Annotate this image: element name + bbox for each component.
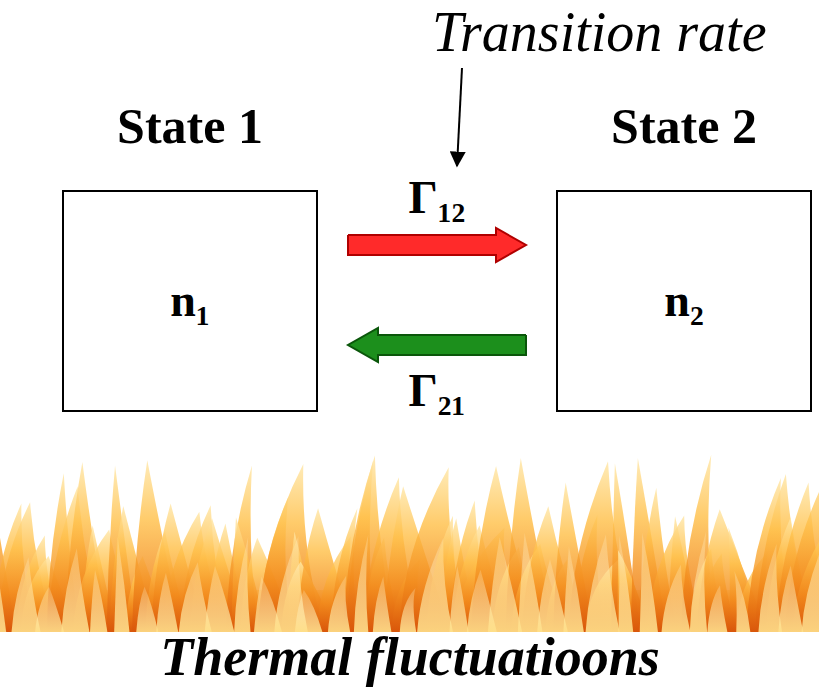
flame-core (354, 534, 368, 632)
flame-core (537, 559, 568, 632)
flame-core (156, 573, 178, 632)
flame-core (12, 557, 41, 632)
flame-core (114, 537, 129, 632)
flame-core (205, 566, 235, 632)
state-box: State 1n₁ (62, 190, 318, 412)
flame-core (778, 565, 803, 632)
flame-core (373, 577, 392, 632)
flame-core (662, 564, 691, 632)
flame-core (400, 588, 416, 632)
flame-core (488, 537, 522, 632)
flame-core (758, 544, 782, 632)
flame-core (35, 587, 64, 632)
flame-core (586, 535, 620, 632)
flame-core (734, 571, 750, 632)
flame-core (690, 531, 707, 632)
flame-core (640, 533, 658, 632)
population-label: n₂ (664, 276, 703, 327)
flame-core (449, 566, 468, 632)
flame-core (802, 536, 819, 632)
rate-label: Γ₁₂ (409, 173, 466, 224)
flame-core (417, 538, 453, 632)
flame-core (61, 548, 89, 632)
flame-core (295, 590, 323, 632)
flame-core (136, 587, 158, 632)
flame-core (0, 534, 6, 632)
state-heading: State 2 (611, 99, 757, 154)
flame-core (90, 570, 107, 632)
flame-core (618, 536, 633, 632)
state-box: State 2n₂ (556, 190, 812, 412)
flame-core (563, 546, 583, 632)
transition-arrow (348, 228, 526, 262)
state-heading: State 1 (117, 99, 263, 154)
flame-core (234, 537, 250, 632)
population-label: n₁ (170, 276, 209, 327)
rate-label: Γ₂₁ (409, 366, 466, 417)
flame-core (707, 585, 727, 632)
caption-label: Thermal fluctuatioons (160, 628, 660, 687)
leader-line (457, 68, 462, 166)
callout-label: Transition rate (432, 2, 767, 64)
transition-arrow (348, 328, 526, 362)
flame-core (328, 576, 350, 632)
flames-picture (0, 455, 819, 632)
